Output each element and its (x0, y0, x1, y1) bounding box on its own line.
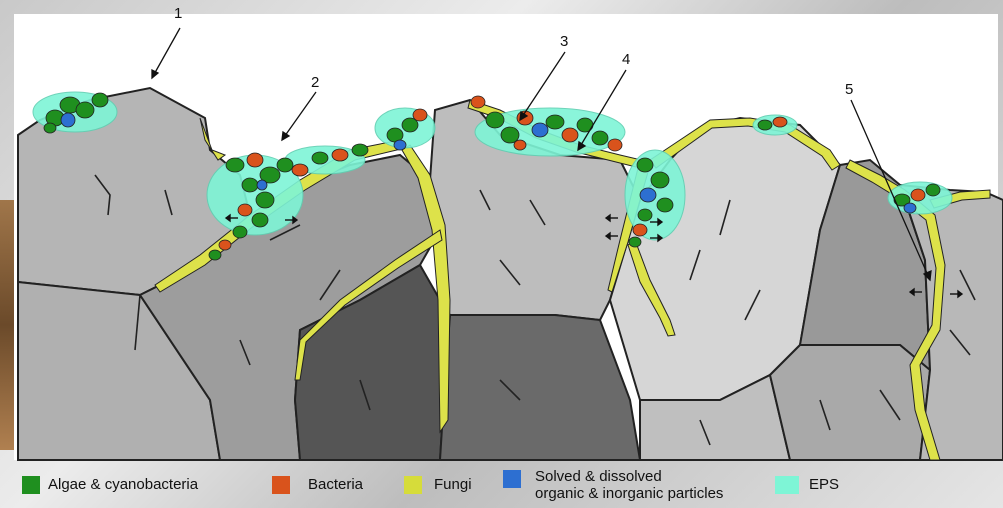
callout-3: 3 (560, 34, 568, 49)
legend-swatch-fungi (404, 476, 422, 494)
legend-swatch-eps (775, 476, 799, 494)
biofilm-cross-section-diagram (0, 0, 1003, 462)
legend-swatch-bacteria (272, 476, 290, 494)
callout-1: 1 (174, 6, 182, 21)
rock-block-center-bottom (440, 315, 640, 460)
callout-4: 4 (622, 52, 630, 67)
callout-2: 2 (311, 75, 319, 90)
legend-label-bacteria: Bacteria (308, 476, 363, 493)
legend-label-fungi: Fungi (434, 476, 472, 493)
legend: Algae & cyanobacteria Bacteria Fungi Sol… (0, 462, 1003, 508)
rock-block-right-lower (770, 345, 930, 460)
callout-5: 5 (845, 82, 853, 97)
legend-label-eps: EPS (809, 476, 839, 493)
leader-1 (152, 28, 180, 78)
legend-label-algae: Algae & cyanobacteria (48, 476, 198, 493)
legend-swatch-particles (503, 470, 521, 488)
leader-2 (282, 92, 316, 140)
legend-label-particles: Solved & dissolved organic & inorganic p… (535, 468, 785, 502)
legend-swatch-algae (22, 476, 40, 494)
